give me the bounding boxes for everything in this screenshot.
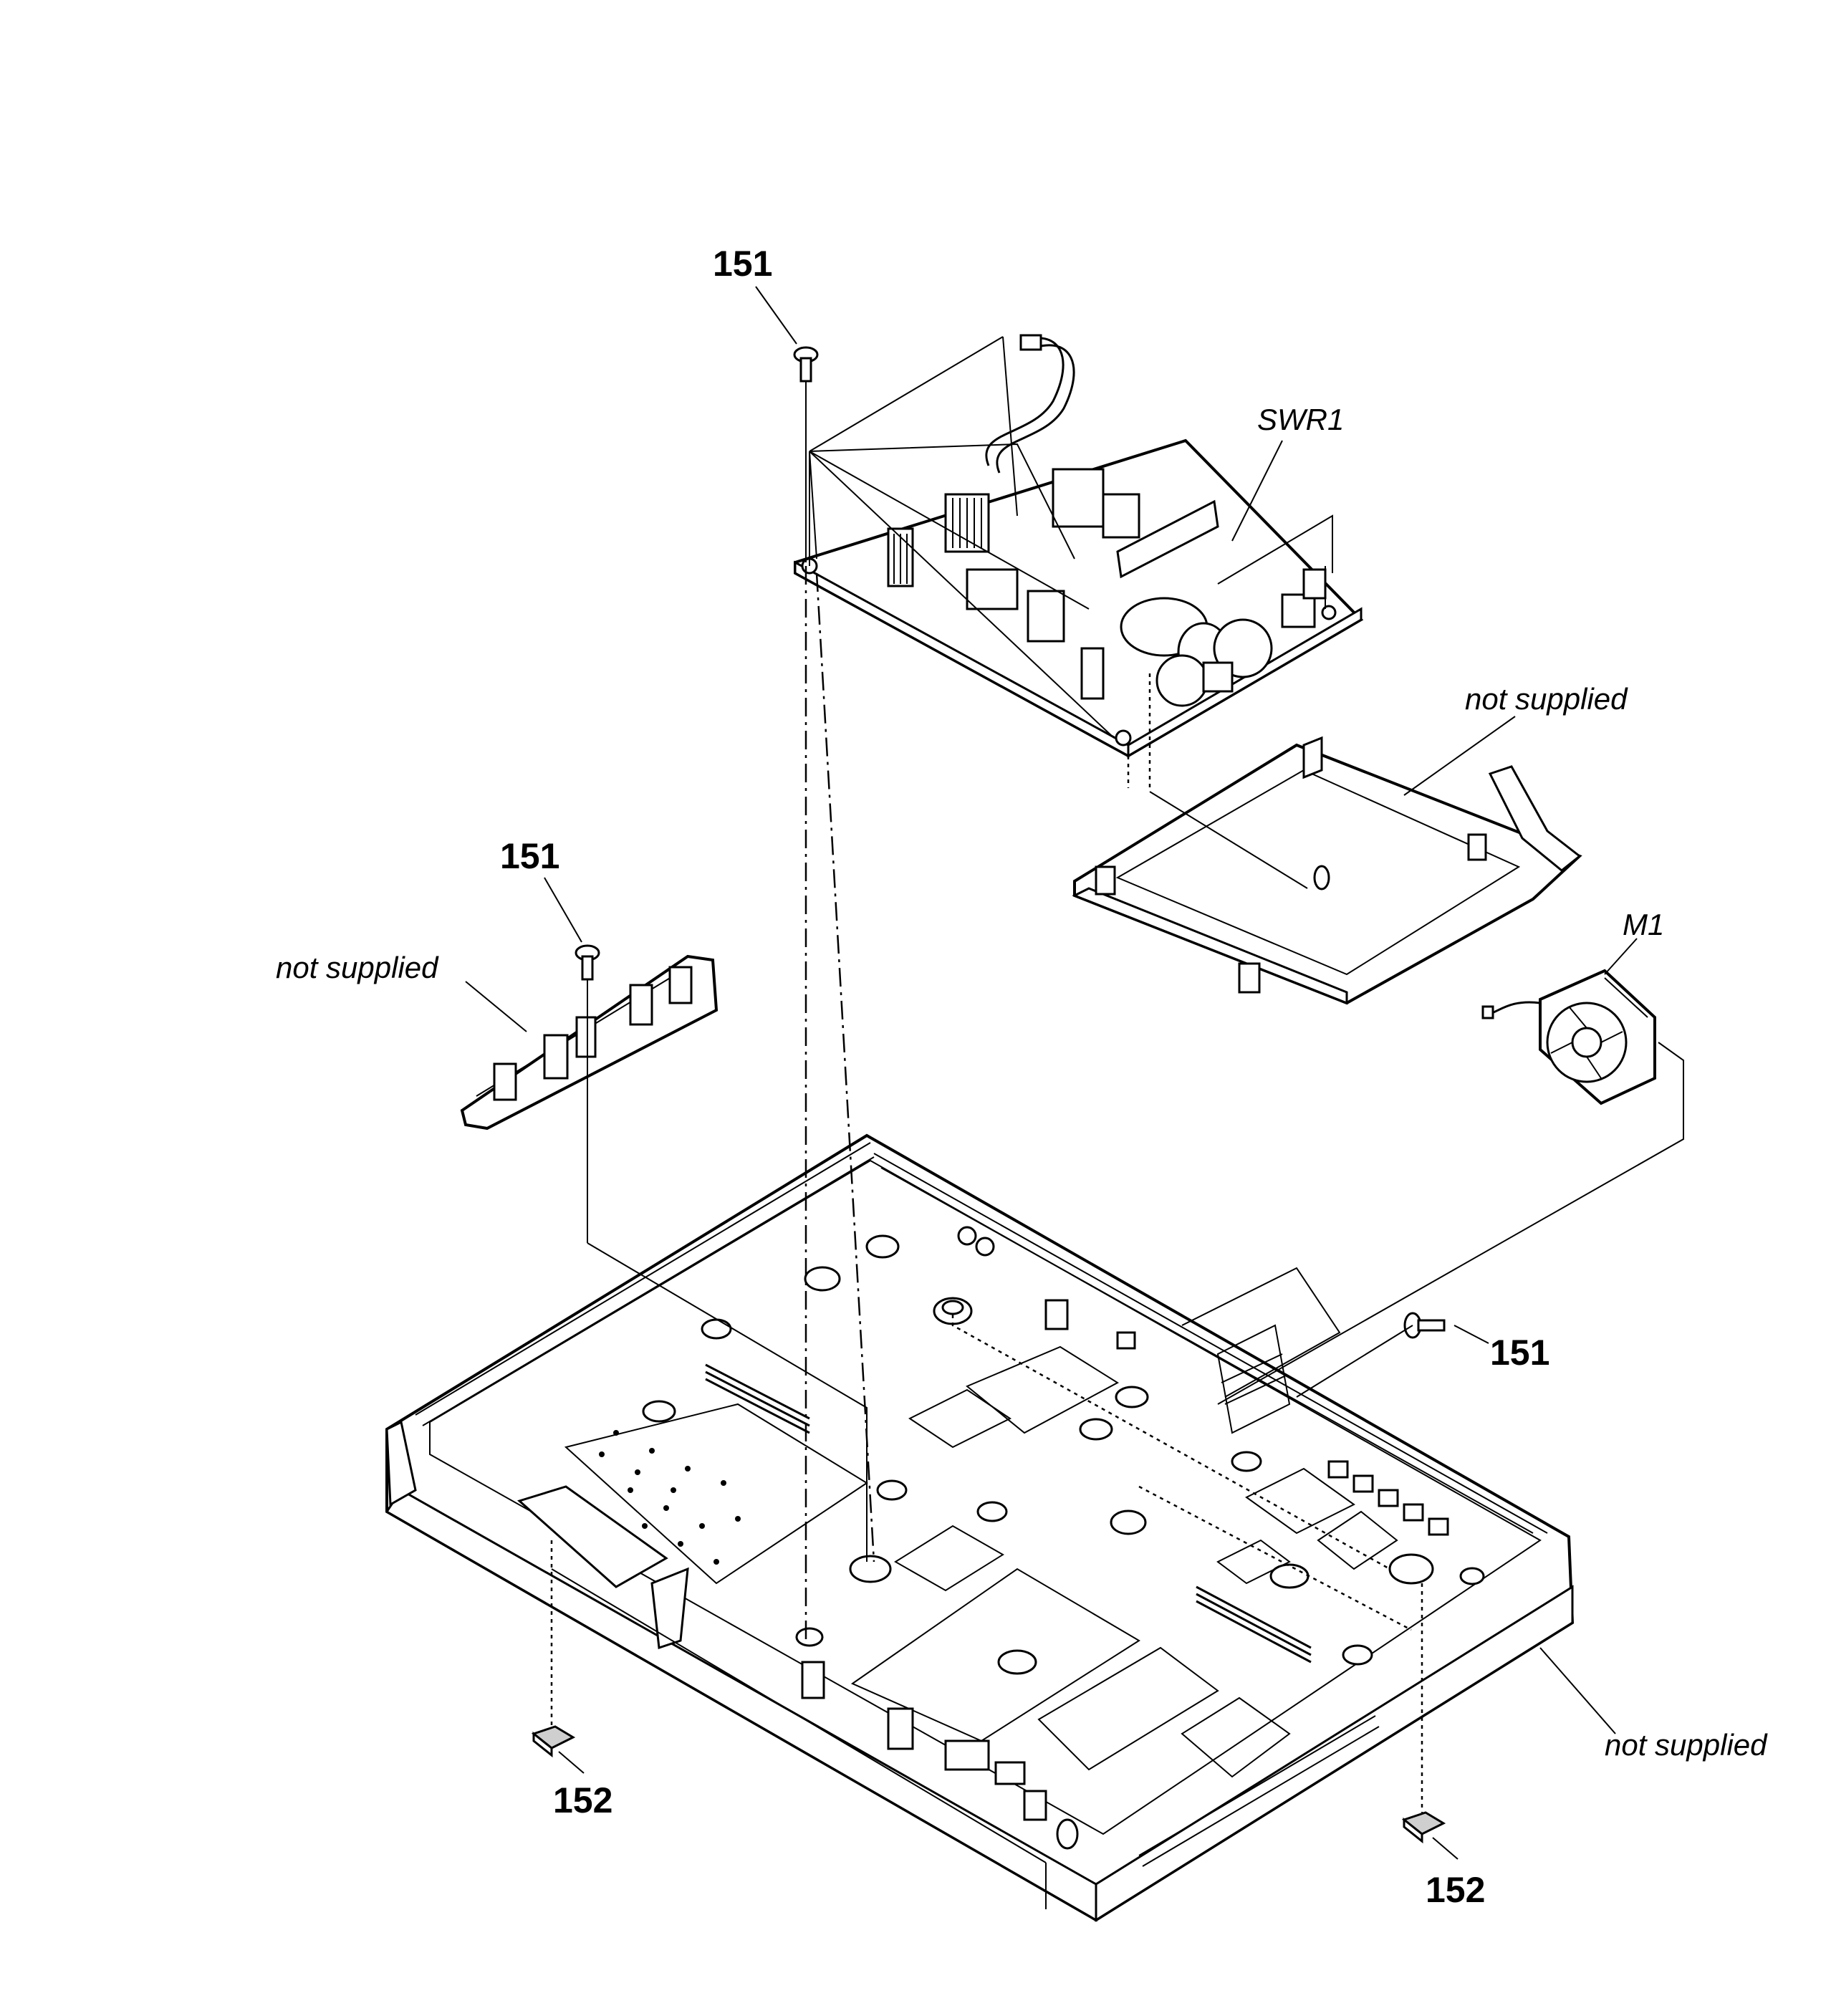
standoffs [642, 1234, 1485, 1675]
label-screw-151-left: 151 [500, 836, 559, 876]
floor-perforations [599, 1430, 741, 1565]
assembly-lines [550, 336, 1684, 1909]
label-screw-151-right: 151 [1490, 1333, 1549, 1373]
label-swr1: SWR1 [1257, 403, 1344, 436]
front-bracket [460, 954, 719, 1131]
label-not-supplied-bracket-right: not supplied [1465, 682, 1628, 716]
screw-151-top [793, 346, 819, 383]
foot-152-right [1401, 1811, 1446, 1844]
screw-151-left [575, 944, 600, 981]
chassis [385, 1133, 1575, 1922]
label-m1: M1 [1623, 908, 1664, 941]
front-connectors [801, 1661, 1079, 1850]
rear-connectors [957, 1226, 1449, 1536]
callouts: 151 151 151 152 152 SWR1 M1 not supplied… [276, 244, 1768, 1910]
vent-slots-right [1196, 1585, 1312, 1664]
foot-152-left [531, 1725, 576, 1758]
label-foot-152-left: 152 [553, 1780, 612, 1820]
vent-slots-left [705, 1363, 810, 1434]
label-not-supplied-chassis: not supplied [1605, 1728, 1768, 1762]
pcb-holder-bracket [1072, 736, 1582, 1005]
label-not-supplied-bracket-left: not supplied [276, 951, 439, 984]
power-supply-board [794, 334, 1364, 758]
screw-151-right [1403, 1312, 1446, 1339]
label-screw-151-top: 151 [713, 244, 772, 284]
cooling-fan [1481, 969, 1656, 1105]
label-foot-152-right: 152 [1426, 1870, 1485, 1910]
